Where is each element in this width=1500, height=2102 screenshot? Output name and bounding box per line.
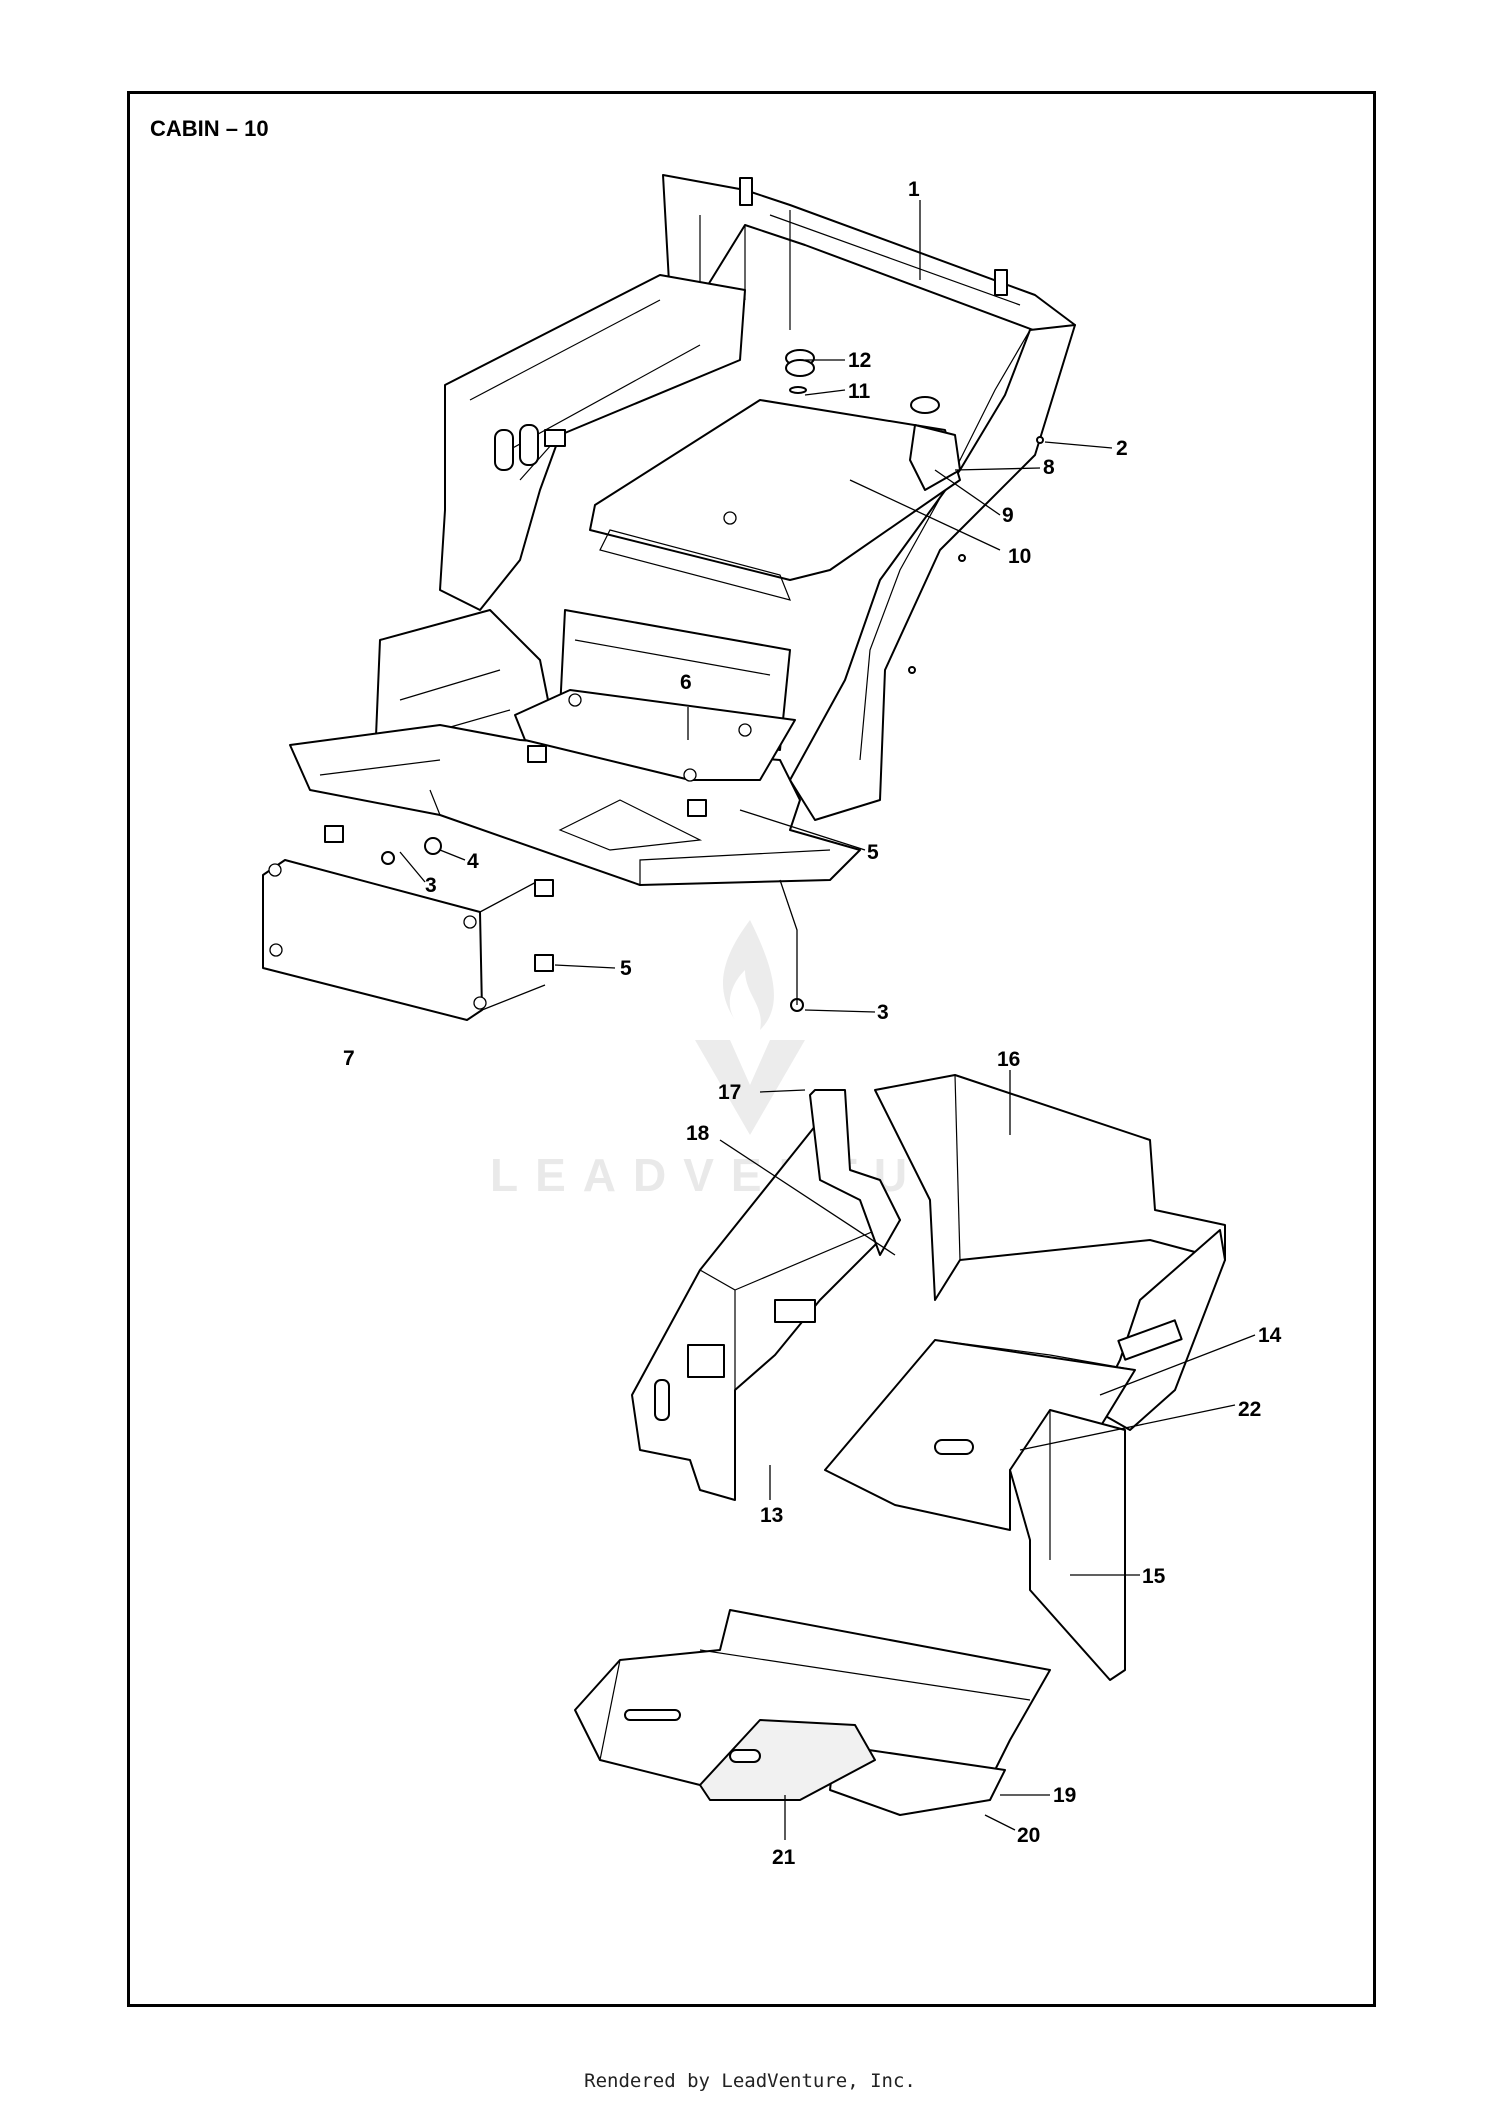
rear-wall-mat-part-16 (874, 1074, 1226, 1301)
callout-10: 10 (1008, 545, 1031, 568)
callout-14: 14 (1258, 1324, 1282, 1347)
callout-3: 3 (877, 1001, 889, 1024)
callout-1: 1 (908, 178, 920, 201)
callout-4: 4 (467, 850, 479, 873)
callout-11: 11 (848, 380, 871, 403)
leader-lines (399, 200, 1256, 1840)
callouts: 1 2 3 3 4 5 5 6 7 8 9 10 11 12 13 14 15 … (343, 178, 1282, 1869)
callout-7: 7 (343, 1047, 355, 1070)
cabin-frame-part-1 (289, 174, 1076, 886)
callout-5: 5 (620, 957, 632, 980)
floor-mat-part-22 (824, 1339, 1136, 1531)
side-mat-part-17 (809, 1089, 901, 1256)
callout-19: 19 (1053, 1784, 1076, 1807)
callout-9: 9 (1002, 504, 1014, 527)
footer-credit: Rendered by LeadVenture, Inc. (584, 2070, 916, 2092)
callout-13: 13 (760, 1504, 783, 1527)
watermark-logo-icon (695, 920, 805, 1135)
hardware (324, 349, 1044, 1012)
callout-16: 16 (997, 1048, 1020, 1071)
callout-6: 6 (680, 671, 692, 694)
callout-8: 8 (1043, 456, 1055, 479)
callout-15: 15 (1142, 1565, 1166, 1588)
callout-21: 21 (772, 1846, 796, 1869)
callout-2: 2 (1116, 437, 1128, 460)
callout-20: 20 (1017, 1824, 1040, 1847)
callout-22: 22 (1238, 1398, 1261, 1421)
front-fender-mat-part-15 (1009, 1409, 1126, 1681)
callout-3: 3 (425, 874, 437, 897)
callout-12: 12 (848, 349, 871, 372)
callout-5: 5 (867, 841, 879, 864)
callout-18: 18 (686, 1122, 710, 1145)
diagram-title: CABIN – 10 (150, 116, 269, 141)
footwell-pad-part-21 (699, 1719, 876, 1801)
front-panel-part-7 (262, 859, 546, 1021)
access-panel-part-6 (514, 689, 796, 782)
callout-17: 17 (718, 1081, 741, 1104)
